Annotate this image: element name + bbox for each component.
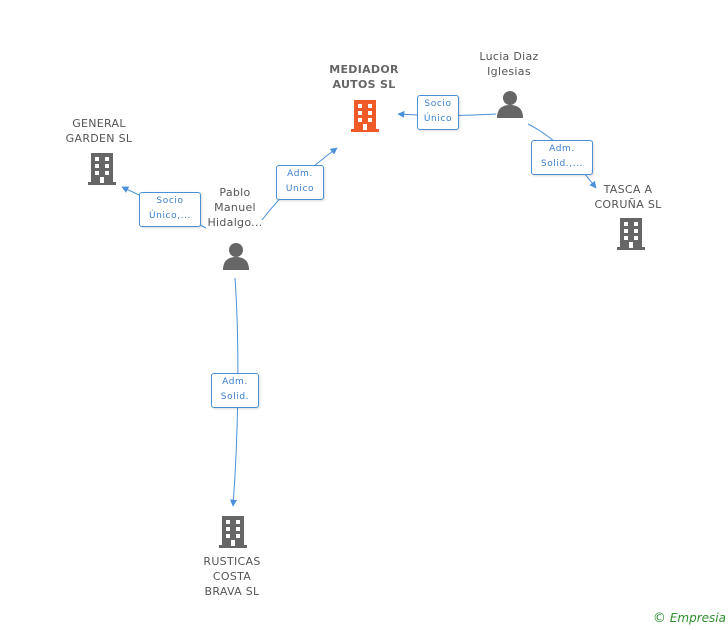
edge-label-pablo-rusticas[interactable]: Adm. Solid.	[211, 373, 259, 408]
copyright-icon: ©	[652, 611, 666, 626]
footer-brand[interactable]: ©Empresia	[653, 611, 726, 626]
building-icon-general[interactable]	[88, 153, 116, 185]
node-label-mediador[interactable]: MEDIADOR AUTOS SL	[329, 63, 399, 91]
building-icon-tasca[interactable]	[617, 218, 645, 250]
node-label-tasca[interactable]: TASCA A CORUÑA SL	[594, 183, 662, 211]
edge-label-pablo-general[interactable]: Socio Único,...	[139, 192, 201, 227]
edge-label-lucia-tasca[interactable]: Adm. Solid.,...	[531, 140, 593, 175]
node-label-general[interactable]: GENERAL GARDEN SL	[65, 117, 133, 145]
building-icon-rusticas[interactable]	[219, 516, 247, 548]
brand-name: Empresia	[669, 611, 726, 625]
person-icon-lucia[interactable]	[497, 91, 523, 118]
person-icon-pablo[interactable]	[223, 243, 249, 270]
building-icon-mediador[interactable]	[351, 100, 379, 132]
edge-label-pablo-mediador[interactable]: Adm. Unico	[276, 165, 324, 200]
edge-label-lucia-mediador[interactable]: Socio Único	[417, 95, 459, 130]
node-label-lucia[interactable]: Lucia Diaz Iglesias	[479, 50, 539, 78]
node-label-pablo[interactable]: Pablo Manuel Hidalgo...	[207, 186, 263, 229]
node-label-rusticas[interactable]: RUSTICAS COSTA BRAVA SL	[203, 555, 261, 598]
